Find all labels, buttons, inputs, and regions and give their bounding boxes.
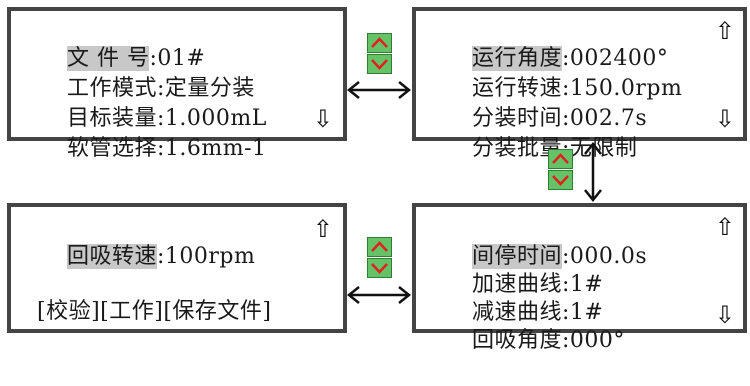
row-label: 回吸角度 — [471, 328, 562, 353]
row-label: 运行转速 — [471, 76, 562, 101]
row-suckback-angle[interactable]: 回吸角度:000° — [442, 296, 625, 353]
row-target-volume[interactable]: 目标装量:1.000mL — [37, 74, 267, 131]
nav-down-button[interactable] — [548, 170, 573, 190]
row-accel-curve[interactable]: 加速曲线:1# — [442, 240, 603, 297]
row-label: 分装批量 — [471, 136, 562, 161]
nav-down-button[interactable] — [367, 258, 392, 278]
row-work-mode[interactable]: 工作模式:定量分装 — [37, 44, 255, 101]
row-value: :000° — [562, 328, 625, 353]
row-tube-select[interactable]: 软管选择:1.6mm-1 — [37, 104, 267, 161]
nav-pad-top — [367, 33, 392, 75]
scroll-down-icon: ⇩ — [714, 301, 735, 329]
row-label: 分装时间 — [471, 106, 562, 131]
row-label: 文 件 号 — [66, 46, 150, 71]
row-label: 加速曲线 — [471, 272, 562, 297]
nav-pad-bottom — [367, 237, 392, 279]
row-label: 间停时间 — [471, 244, 562, 269]
row-value: :定量分装 — [157, 76, 255, 101]
screen-panel-file: 文 件 号:01# 工作模式:定量分装 目标装量:1.000mL 软管选择:1.… — [7, 7, 347, 161]
double-arrow-vertical-icon — [584, 141, 602, 203]
row-label: 工作模式 — [66, 76, 157, 101]
row-value: :000.0s — [562, 244, 648, 269]
nav-pad-right — [548, 149, 573, 191]
row-run-angle[interactable]: 运行角度:002400° — [442, 14, 668, 71]
chevron-down-icon — [371, 59, 388, 70]
double-arrow-horizontal-icon — [346, 286, 412, 304]
action-bar[interactable]: [校验][工作][保存文件] — [37, 299, 272, 324]
scroll-up-icon: ⇧ — [714, 17, 735, 45]
double-arrow-horizontal-icon — [346, 81, 412, 99]
row-label: 目标装量 — [66, 106, 157, 131]
scroll-down-icon: ⇩ — [714, 105, 735, 133]
row-label: 回吸转速 — [66, 244, 157, 269]
row-label: 减速曲线 — [471, 300, 562, 325]
row-value: :100rpm — [157, 244, 256, 269]
row-value: :1# — [562, 272, 604, 297]
row-value: :002400° — [562, 46, 669, 71]
row-value: :1.6mm-1 — [157, 136, 267, 161]
scroll-up-icon: ⇧ — [312, 215, 333, 243]
row-value: :150.0rpm — [562, 76, 683, 101]
screen-panel-run: 运行角度:002400° 运行转速:150.0rpm 分装时间:002.7s 分… — [412, 7, 747, 161]
chevron-down-icon — [371, 263, 388, 274]
nav-up-button[interactable] — [367, 33, 392, 53]
nav-up-button[interactable] — [548, 149, 573, 169]
nav-down-button[interactable] — [367, 54, 392, 74]
row-file-number[interactable]: 文 件 号:01# — [37, 14, 205, 71]
chevron-up-icon — [552, 153, 569, 164]
row-run-speed[interactable]: 运行转速:150.0rpm — [442, 44, 682, 101]
row-label: 软管选择 — [66, 136, 157, 161]
row-pause-time[interactable]: 间停时间:000.0s — [442, 212, 647, 269]
row-value: :1# — [562, 300, 604, 325]
scroll-down-icon: ⇩ — [312, 105, 333, 133]
row-label: 运行角度 — [471, 46, 562, 71]
row-value: :002.7s — [562, 106, 648, 131]
chevron-up-icon — [371, 241, 388, 252]
row-dispense-time[interactable]: 分装时间:002.7s — [442, 74, 647, 131]
scroll-up-icon: ⇧ — [714, 213, 735, 241]
screen-panel-pause: 间停时间:000.0s 加速曲线:1# 减速曲线:1# 回吸角度:000° ⇧ … — [412, 203, 747, 353]
chevron-down-icon — [552, 175, 569, 186]
chevron-up-icon — [371, 37, 388, 48]
row-suckback-speed[interactable]: 回吸转速:100rpm — [37, 212, 255, 269]
row-batch-count[interactable]: 分装批量:无限制 — [442, 104, 637, 161]
row-value: :01# — [149, 46, 206, 71]
row-value: :无限制 — [562, 136, 638, 161]
screen-panel-suckback: 回吸转速:100rpm [校验][工作][保存文件] ⇧ — [7, 203, 347, 333]
nav-up-button[interactable] — [367, 237, 392, 257]
row-value: :1.000mL — [157, 106, 267, 131]
row-decel-curve[interactable]: 减速曲线:1# — [442, 268, 603, 325]
